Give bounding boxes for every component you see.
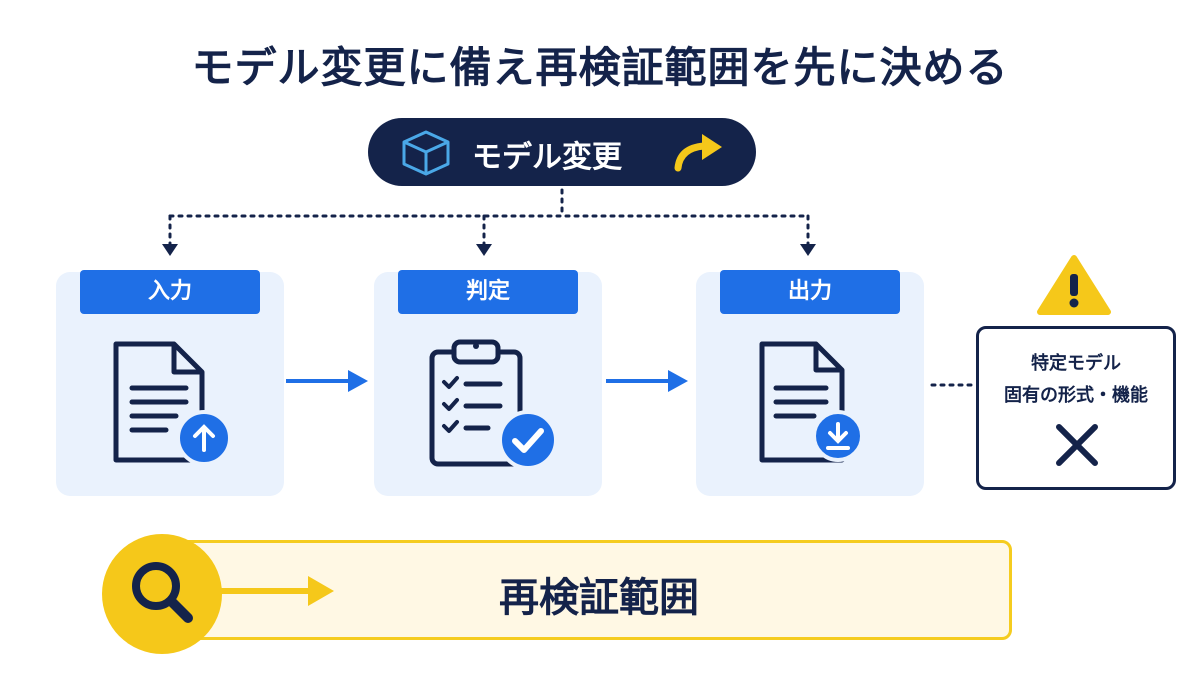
step-judge: 判定	[374, 270, 602, 496]
warning-connector	[930, 383, 978, 387]
step-input-label: 入力	[80, 270, 260, 314]
magnifier-icon	[102, 534, 222, 654]
model-change-pill: モデル変更	[368, 118, 756, 186]
scope-label: 再検証範囲	[499, 575, 699, 621]
warning-line-1: 特定モデル	[1031, 353, 1121, 374]
cube-icon	[402, 130, 450, 176]
step-judge-label: 判定	[398, 270, 578, 314]
step-input: 入力	[56, 270, 284, 496]
document-upload-icon	[113, 341, 232, 466]
model-change-label: モデル変更	[472, 140, 622, 175]
warning-icon	[1037, 255, 1111, 315]
flow-arrow-1	[286, 370, 368, 392]
page-title: モデル変更に備え再検証範囲を先に決める	[191, 43, 1009, 92]
scope-arrow	[220, 576, 334, 606]
clipboard-check-icon	[429, 339, 558, 470]
flow-arrow-2	[606, 370, 688, 392]
warning-line-2: 固有の形式・機能	[1004, 385, 1148, 406]
x-mark-icon	[1056, 424, 1098, 466]
step-output: 出力	[696, 270, 924, 496]
step-output-label: 出力	[720, 270, 900, 314]
document-download-icon	[759, 341, 864, 463]
warning-box: 特定モデル 固有の形式・機能	[976, 326, 1176, 490]
curved-arrow-icon	[674, 134, 722, 172]
